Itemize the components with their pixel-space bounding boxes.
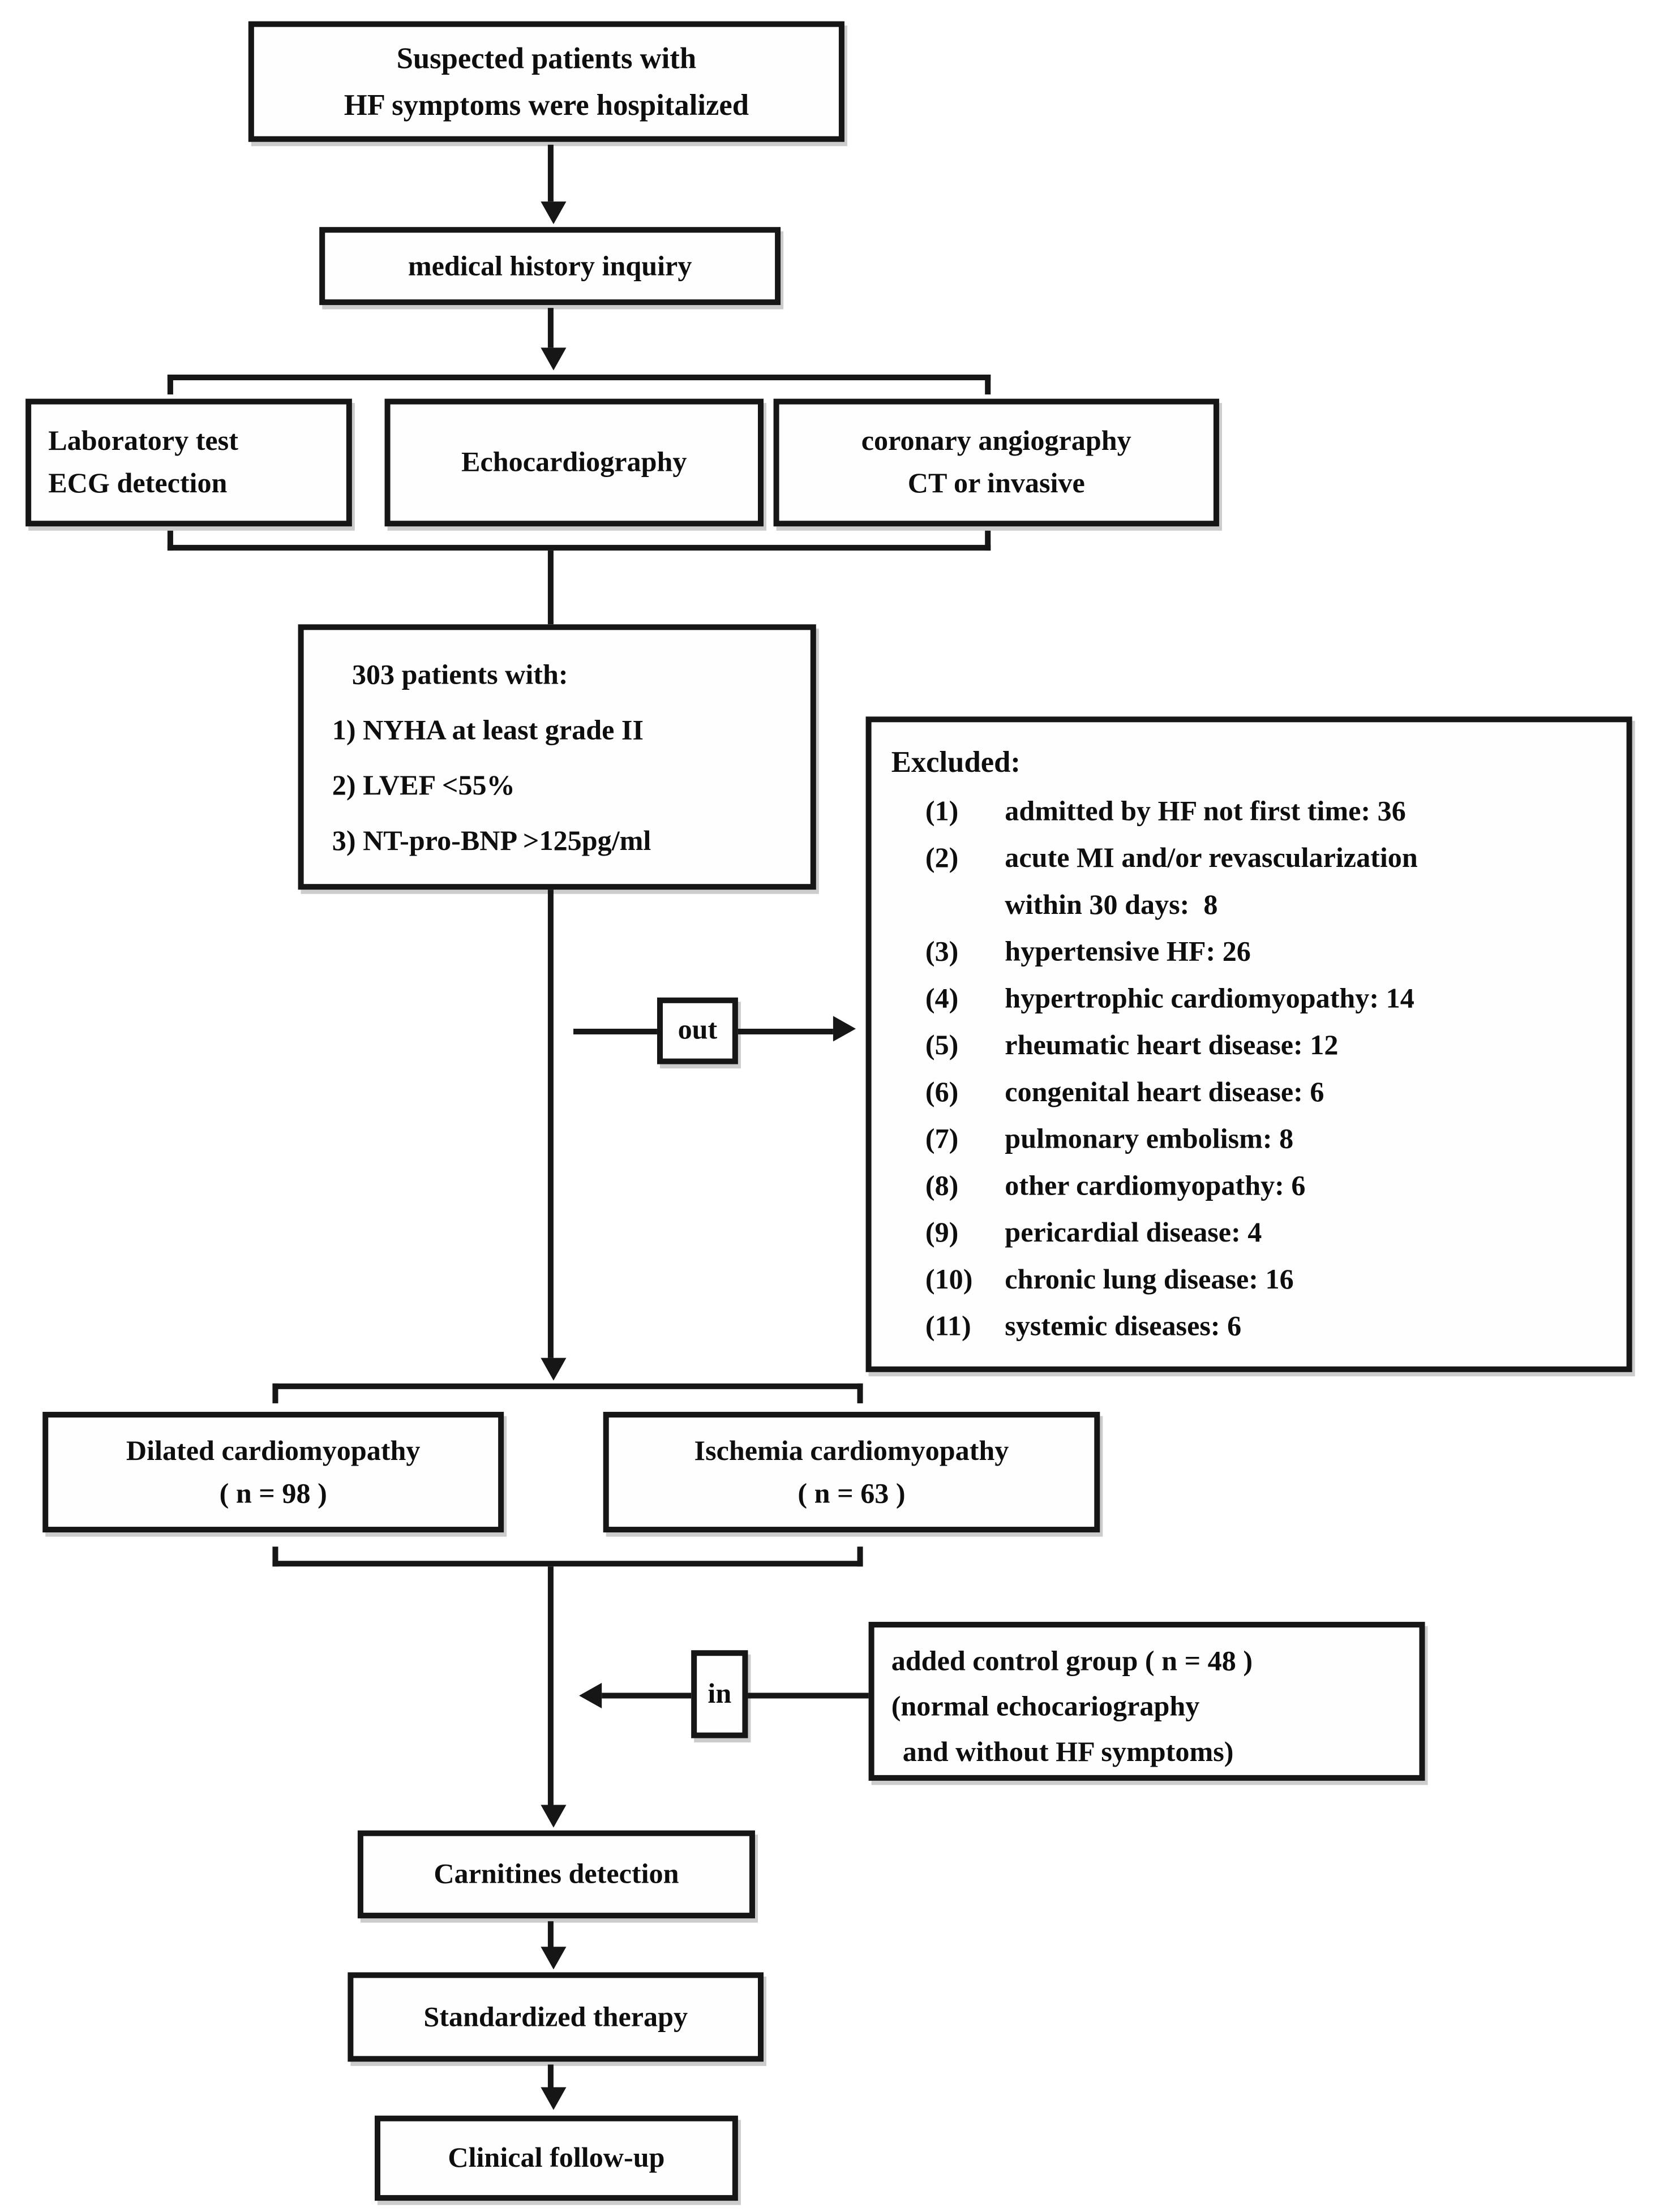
box-303-patients: 303 patients with: 1) NYHA at least grad… xyxy=(298,624,816,890)
flow-line-5 xyxy=(547,2064,554,2090)
out-branch-line-right xyxy=(738,1028,833,1034)
box-dilated-cardiomyopathy: Dilated cardiomyopathy ( n = 98 ) xyxy=(42,1411,504,1533)
arrowhead-right-icon xyxy=(833,1016,856,1042)
bracket-cardio-top xyxy=(272,1383,863,1389)
bracket-tests-bottom xyxy=(167,544,991,551)
arrowhead-down-icon-6 xyxy=(541,2087,567,2110)
excluded-item-9: (9) pericardial disease: 4 xyxy=(925,1217,1262,1249)
standardized-label: Standardized therapy xyxy=(423,2001,688,2033)
bracket-tests-top-right-tick xyxy=(985,374,991,395)
flow-line-3 xyxy=(547,550,554,625)
box-dilated-line2: ( n = 98 ) xyxy=(219,1477,327,1509)
patients-criterion-3: 3) NT-pro-BNP >125pg/ml xyxy=(332,826,651,857)
box-laboratory-line2: ECG detection xyxy=(48,468,228,500)
box-echocardiography: Echocardiography xyxy=(384,398,764,527)
box-medical-history: medical history inquiry xyxy=(319,227,781,306)
control-line1: added control group ( n = 48 ) xyxy=(891,1646,1253,1677)
excluded-item-8: (8) other cardiomyopathy: 6 xyxy=(925,1170,1306,1202)
flow-line-1 xyxy=(547,144,554,202)
box-ischemia-line1: Ischemia cardiomyopathy xyxy=(694,1435,1009,1467)
bracket-tests-bottom-left-tick xyxy=(167,530,173,551)
box-laboratory-ecg: Laboratory test ECG detection xyxy=(25,398,352,527)
bracket-cardio-bottom-right-tick xyxy=(857,1547,863,1567)
excluded-item-4: (4) hypertrophic cardiomyopathy: 14 xyxy=(925,983,1414,1015)
out-label: out xyxy=(678,1014,718,1046)
box-suspected-patients: Suspected patients with HF symptoms were… xyxy=(248,21,844,142)
box-control-group: added control group ( n = 48 ) (normal e… xyxy=(868,1622,1425,1781)
arrowhead-down-icon-3 xyxy=(541,1358,567,1381)
patients-criterion-1: 1) NYHA at least grade II xyxy=(332,715,644,746)
carnitines-label: Carnitines detection xyxy=(434,1858,679,1890)
flow-line-main-a xyxy=(547,890,554,1358)
bracket-tests-bottom-right-tick xyxy=(985,530,991,551)
box-out-label: out xyxy=(657,997,738,1064)
bracket-cardio-top-right-tick xyxy=(857,1383,863,1403)
excluded-item-7: (7) pulmonary embolism: 8 xyxy=(925,1123,1294,1156)
control-line2: (normal echocariography xyxy=(891,1691,1200,1723)
box-suspected-line2: HF symptoms were hospitalized xyxy=(344,87,749,122)
box-in-label: in xyxy=(691,1650,748,1738)
box-dilated-line1: Dilated cardiomyopathy xyxy=(126,1435,421,1467)
flow-line-main-b xyxy=(547,1566,554,1805)
box-coronary-line1: coronary angiography xyxy=(861,426,1131,457)
out-branch-line-left xyxy=(573,1028,657,1034)
arrowhead-down-icon-1 xyxy=(541,201,567,225)
box-medical-label: medical history inquiry xyxy=(408,250,692,282)
bracket-cardio-bottom xyxy=(272,1561,863,1567)
patients-title: 303 patients with: xyxy=(351,659,568,691)
bracket-cardio-bottom-left-tick xyxy=(272,1547,278,1567)
arrowhead-left-icon xyxy=(579,1682,602,1709)
in-branch-line-left xyxy=(602,1693,692,1699)
arrowhead-down-icon-2 xyxy=(541,347,567,371)
box-ischemia-line2: ( n = 63 ) xyxy=(798,1477,906,1509)
patients-criterion-2: 2) LVEF <55% xyxy=(332,770,515,802)
excluded-item-6: (6) congenital heart disease: 6 xyxy=(925,1077,1324,1109)
excluded-item-11: (11) systemic diseases: 6 xyxy=(925,1311,1242,1343)
excluded-item-5: (5) rheumatic heart disease: 12 xyxy=(925,1030,1339,1062)
box-laboratory-line1: Laboratory test xyxy=(48,426,238,457)
box-standardized-therapy: Standardized therapy xyxy=(348,1972,764,2062)
box-excluded: Excluded: (1) admitted by HF not first t… xyxy=(865,716,1632,1372)
excluded-item-3: (3) hypertensive HF: 26 xyxy=(925,936,1251,968)
box-coronary-line2: CT or invasive xyxy=(907,468,1085,500)
bracket-cardio-top-left-tick xyxy=(272,1383,278,1403)
arrowhead-down-icon-5 xyxy=(541,1947,567,1970)
excluded-item-1: (1) admitted by HF not first time: 36 xyxy=(925,796,1406,827)
box-clinical-followup: Clinical follow-up xyxy=(374,2115,738,2201)
bracket-tests-top xyxy=(167,374,991,381)
box-suspected-line1: Suspected patients with xyxy=(396,40,697,75)
bracket-tests-top-left-tick xyxy=(167,374,173,395)
box-carnitines-detection: Carnitines detection xyxy=(357,1830,755,1919)
box-echocardiography-label: Echocardiography xyxy=(461,446,687,479)
clinical-label: Clinical follow-up xyxy=(448,2142,665,2174)
in-branch-line-right xyxy=(748,1693,869,1699)
flow-line-2 xyxy=(547,308,554,348)
arrowhead-down-icon-4 xyxy=(541,1805,567,1828)
control-line3: and without HF symptoms) xyxy=(902,1737,1234,1768)
excluded-title: Excluded: xyxy=(891,745,1021,779)
in-label: in xyxy=(708,1678,732,1710)
excluded-item-10: (10) chronic lung disease: 16 xyxy=(925,1264,1294,1296)
box-coronary-angiography: coronary angiography CT or invasive xyxy=(773,398,1219,527)
flow-line-4 xyxy=(547,1921,554,1950)
box-ischemia-cardiomyopathy: Ischemia cardiomyopathy ( n = 63 ) xyxy=(603,1411,1100,1533)
